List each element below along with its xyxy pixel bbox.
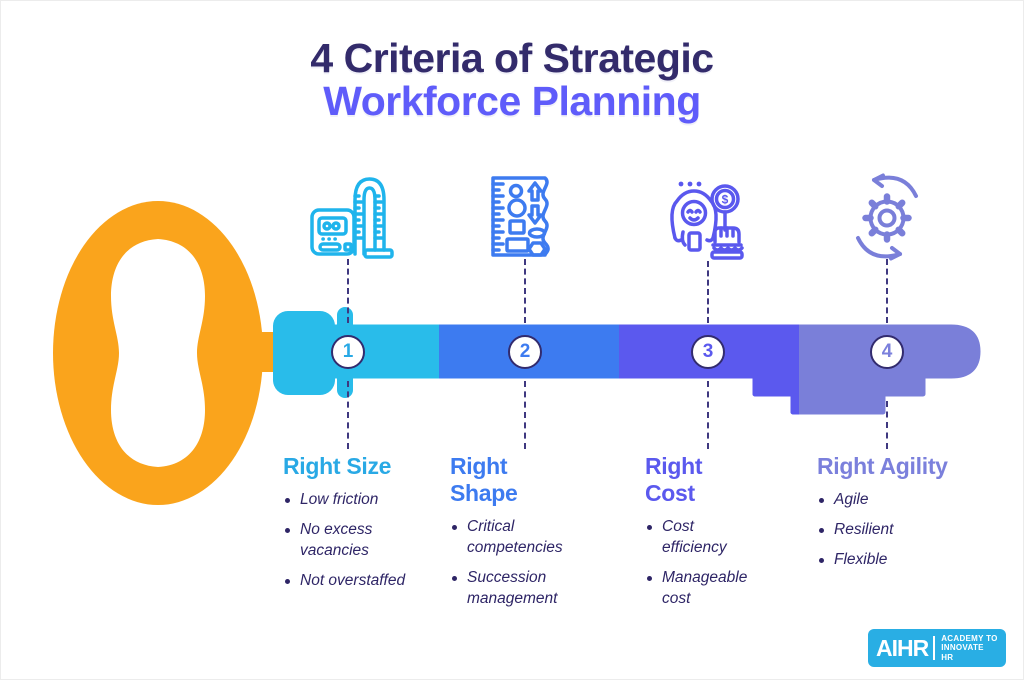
dash-line-1-bottom — [347, 381, 349, 449]
section-3-heading: Right Cost — [645, 453, 703, 506]
step-4-number-badge: 4 — [870, 335, 904, 369]
person-cost-coin-icon: $ — [670, 181, 744, 260]
bullet-dot — [647, 525, 652, 530]
list-item: Resilient — [817, 520, 967, 541]
list-item: Critical competencies — [450, 517, 575, 559]
logo-tagline: ACADEMY TO INNOVATE HR — [941, 634, 998, 663]
section-1-bullet-list: Low friction No excess vacancies Not ove… — [283, 490, 423, 592]
section-right-size: Right Size Low friction No excess vacanc… — [283, 453, 423, 601]
list-item: Agile — [817, 490, 967, 511]
section-2-heading: Right Shape — [450, 453, 518, 506]
bullet-text: Succession management — [467, 568, 558, 607]
dash-line-2-bottom — [524, 381, 526, 449]
bullet-dot — [819, 498, 824, 503]
bullet-text: Agile — [834, 491, 869, 508]
section-4-heading: Right Agility — [817, 453, 948, 479]
step-4-number: 4 — [881, 341, 893, 362]
dash-line-3-top — [707, 261, 709, 323]
bullet-text: Flexible — [834, 550, 888, 568]
list-item: Low friction — [283, 490, 423, 511]
dash-line-3-bottom — [707, 381, 709, 449]
bullet-dot — [819, 527, 824, 533]
section-3-bullet-list: Cost efficiency Manageable cost — [645, 517, 757, 610]
dash-line-4-bottom — [886, 401, 888, 449]
logo-brand-text: AIHR — [876, 634, 929, 661]
step-1-number-badge: 1 — [331, 335, 365, 369]
list-item: Flexible — [817, 550, 967, 571]
step-3-number-badge: 3 — [691, 335, 725, 369]
bullet-text: Manageable cost — [662, 568, 748, 607]
list-item: Manageable cost — [645, 568, 757, 610]
key-head — [53, 201, 283, 505]
bullet-dot — [819, 557, 824, 563]
section-1-heading: Right Size — [283, 453, 392, 479]
bullet-text: Not overstaffed — [300, 571, 406, 589]
section-right-agility: Right Agility Agile Resilient Flexible — [817, 453, 967, 580]
shapes-checklist-icon — [491, 176, 550, 257]
aihr-logo: AIHR ACADEMY TO INNOVATE HR — [868, 629, 1006, 667]
step-2-number-badge: 2 — [508, 335, 542, 369]
list-item: Not overstaffed — [283, 571, 423, 592]
logo-tagline-line-2: INNOVATE HR — [941, 643, 984, 662]
measuring-scale-icon — [310, 177, 394, 259]
step-2-number: 2 — [519, 341, 531, 362]
bullet-dot — [452, 575, 457, 581]
step-3-number: 3 — [702, 341, 714, 362]
bullet-text: Cost efficiency — [662, 518, 727, 556]
bullet-text: Critical competencies — [467, 518, 563, 556]
section-2-bullet-list: Critical competencies Succession managem… — [450, 517, 575, 610]
title-line-2: Workforce Planning — [323, 78, 701, 125]
bullet-dot — [285, 498, 290, 503]
bullet-text: Low friction — [300, 491, 379, 508]
svg-text:$: $ — [722, 193, 729, 207]
step-1-number: 1 — [342, 341, 354, 362]
logo-tagline-line-1: ACADEMY TO — [941, 633, 998, 643]
list-item: No excess vacancies — [283, 520, 423, 562]
bullet-dot — [285, 527, 290, 533]
gear-cycle-icon — [856, 173, 918, 261]
bullet-dot — [647, 575, 652, 581]
list-item: Succession management — [450, 568, 575, 610]
section-right-cost: Right Cost Cost efficiency Manageable co… — [645, 453, 757, 619]
bullet-text: Resilient — [834, 520, 894, 538]
logo-divider — [933, 636, 936, 660]
section-4-bullet-list: Agile Resilient Flexible — [817, 490, 967, 571]
dash-line-1-top — [347, 259, 349, 323]
dash-line-4-top — [886, 259, 888, 323]
section-right-shape: Right Shape Critical competencies Succes… — [450, 453, 575, 619]
bullet-dot — [285, 578, 290, 584]
page-title: 4 Criteria of Strategic Workforce Planni… — [1, 35, 1023, 125]
bullet-dot — [452, 525, 457, 530]
dash-line-2-top — [524, 259, 526, 323]
title-line-1: 4 Criteria of Strategic — [310, 35, 714, 81]
bullet-text: No excess vacancies — [300, 520, 373, 559]
list-item: Cost efficiency — [645, 517, 757, 559]
